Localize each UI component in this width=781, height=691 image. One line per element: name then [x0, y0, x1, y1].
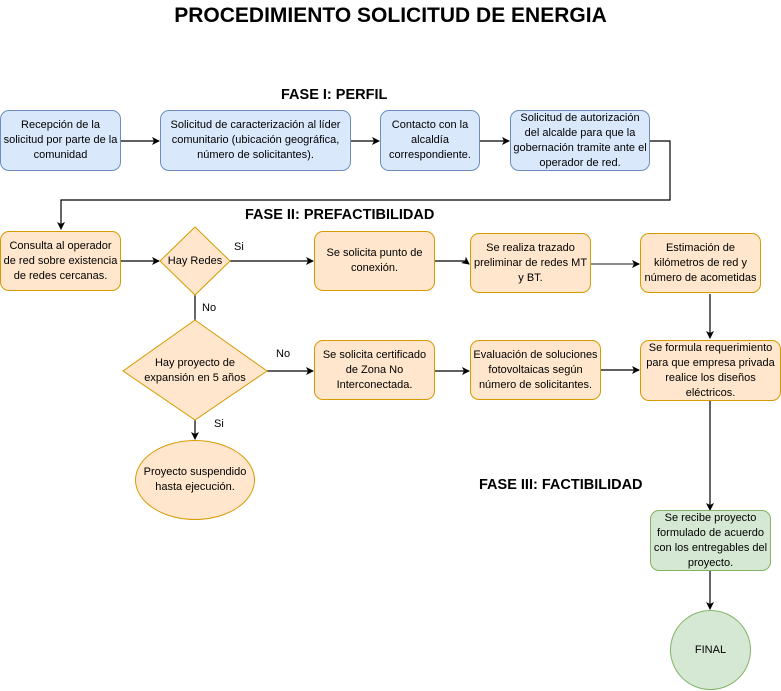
- node-punto-conexion-text: Se solicita punto de conexión.: [326, 247, 423, 274]
- edge-label-proyecto-no: No: [276, 348, 291, 360]
- node-trazado-text: Se realiza trazado preliminar de redes M…: [473, 241, 588, 284]
- phase-label-factibilidad: FASE III: FACTIBILIDAD: [479, 477, 643, 493]
- node-caracterizacion[interactable]: Solicitud de caracterización al líder co…: [160, 110, 351, 171]
- node-recepcion[interactable]: Recepción de la solicitud por parte de l…: [0, 110, 121, 171]
- node-suspendido[interactable]: Proyecto suspendido hasta ejecución.: [135, 440, 255, 520]
- node-certificado[interactable]: Se solicita certificado de Zona No Inter…: [314, 340, 435, 400]
- node-recibe-text: Se recibe proyecto formulado de acuerdo …: [653, 511, 768, 569]
- node-final[interactable]: FINAL: [670, 610, 751, 690]
- phase-label-prefactibilidad: FASE II: PREFACTIBILIDAD: [245, 207, 435, 223]
- decision-hay-proyecto-text: Hay proyecto de expansión en 5 años: [144, 357, 246, 384]
- node-autorizacion[interactable]: Solicitud de autorización del alcalde pa…: [510, 110, 650, 171]
- node-requerimiento-text: Se formula requerimiento para que empres…: [646, 341, 775, 399]
- node-contacto[interactable]: Contacto con la alcaldía correspondiente…: [380, 110, 480, 171]
- node-suspendido-text: Proyecto suspendido hasta ejecución.: [143, 466, 247, 493]
- node-consulta-text: Consulta al operador de red sobre existe…: [3, 239, 118, 282]
- decision-hay-proyecto: [122, 319, 268, 421]
- node-final-text: FINAL: [694, 643, 727, 656]
- decision-hay-redes-text: Hay Redes: [167, 254, 223, 267]
- edge-label-proyecto-si: Si: [214, 418, 224, 430]
- node-estimacion[interactable]: Estimación de kilómetros de red y número…: [640, 233, 761, 293]
- node-trazado[interactable]: Se realiza trazado preliminar de redes M…: [470, 233, 591, 293]
- node-recibe[interactable]: Se recibe proyecto formulado de acuerdo …: [650, 510, 771, 571]
- edge-label-redes-no: No: [202, 302, 217, 314]
- phase-label-perfil: FASE I: PERFIL: [281, 87, 388, 103]
- node-consulta[interactable]: Consulta al operador de red sobre existe…: [0, 231, 121, 291]
- node-recepcion-text: Recepción de la solicitud por parte de l…: [3, 119, 118, 161]
- node-evaluacion-text: Evaluación de soluciones fotovoltaicas s…: [473, 348, 598, 391]
- edge-autorizacion-consulta: [57, 140, 671, 230]
- node-evaluacion[interactable]: Evaluación de soluciones fotovoltaicas s…: [470, 340, 601, 400]
- node-estimacion-text: Estimación de kilómetros de red y número…: [644, 241, 757, 284]
- node-requerimiento[interactable]: Se formula requerimiento para que empres…: [640, 340, 781, 401]
- node-certificado-text: Se solicita certificado de Zona No Inter…: [322, 348, 427, 391]
- node-punto-conexion[interactable]: Se solicita punto de conexión.: [314, 231, 435, 291]
- node-autorizacion-text: Solicitud de autorización del alcalde pa…: [513, 111, 647, 169]
- edge-punto-trazado: [434, 256, 470, 265]
- edge-label-redes-si: Si: [234, 241, 244, 253]
- diagram-title: PROCEDIMIENTO SOLICITUD DE ENERGIA: [174, 4, 607, 27]
- node-caracterizacion-text: Solicitud de caracterización al líder co…: [170, 119, 341, 161]
- decision-hay-redes: [159, 226, 231, 296]
- node-contacto-text: Contacto con la alcaldía correspondiente…: [389, 119, 471, 161]
